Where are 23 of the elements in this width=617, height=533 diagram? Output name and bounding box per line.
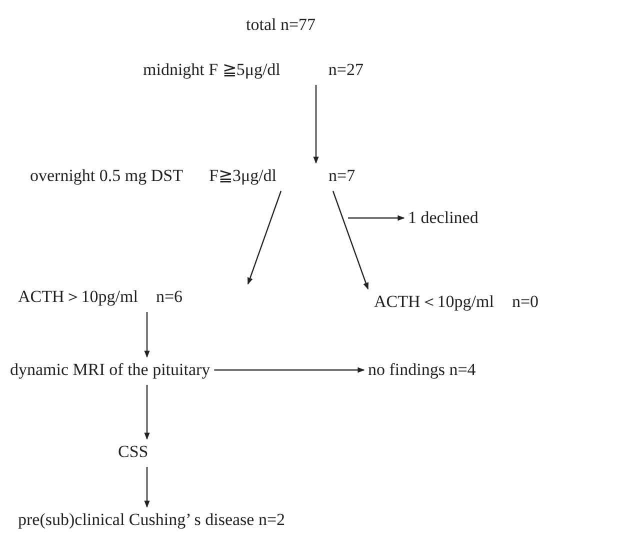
arrow: [332, 190, 369, 290]
step-text: midnight F ≧5μg/dl: [143, 60, 280, 79]
step-text: pre(sub)clinical Cushing’ s disease n=2: [18, 510, 286, 529]
step-text: overnight 0.5 mg DST: [30, 166, 183, 185]
heading-text: total n=77: [246, 15, 316, 35]
step-text: ACTH＞10pg/ml: [18, 287, 138, 306]
step-text: 1 declined: [408, 208, 478, 227]
arrow: [247, 190, 282, 285]
step-text: dynamic MRI of the pituitary: [10, 360, 210, 379]
step-text: F≧3μg/dl: [209, 166, 277, 185]
arrow: [144, 312, 150, 358]
arrow: [144, 467, 150, 508]
step-text: no findings n=4: [368, 360, 476, 379]
step-text: ACTH＜10pg/ml: [374, 292, 494, 311]
arrow: [214, 367, 365, 373]
step-text: n=7: [328, 166, 356, 185]
step-text: n=6: [156, 287, 183, 306]
arrow: [348, 215, 405, 221]
step-text: n=27: [328, 60, 364, 79]
step-text: n=0: [512, 292, 539, 311]
step-text: CSS: [118, 442, 148, 461]
arrow: [313, 85, 319, 164]
arrow: [144, 385, 150, 440]
